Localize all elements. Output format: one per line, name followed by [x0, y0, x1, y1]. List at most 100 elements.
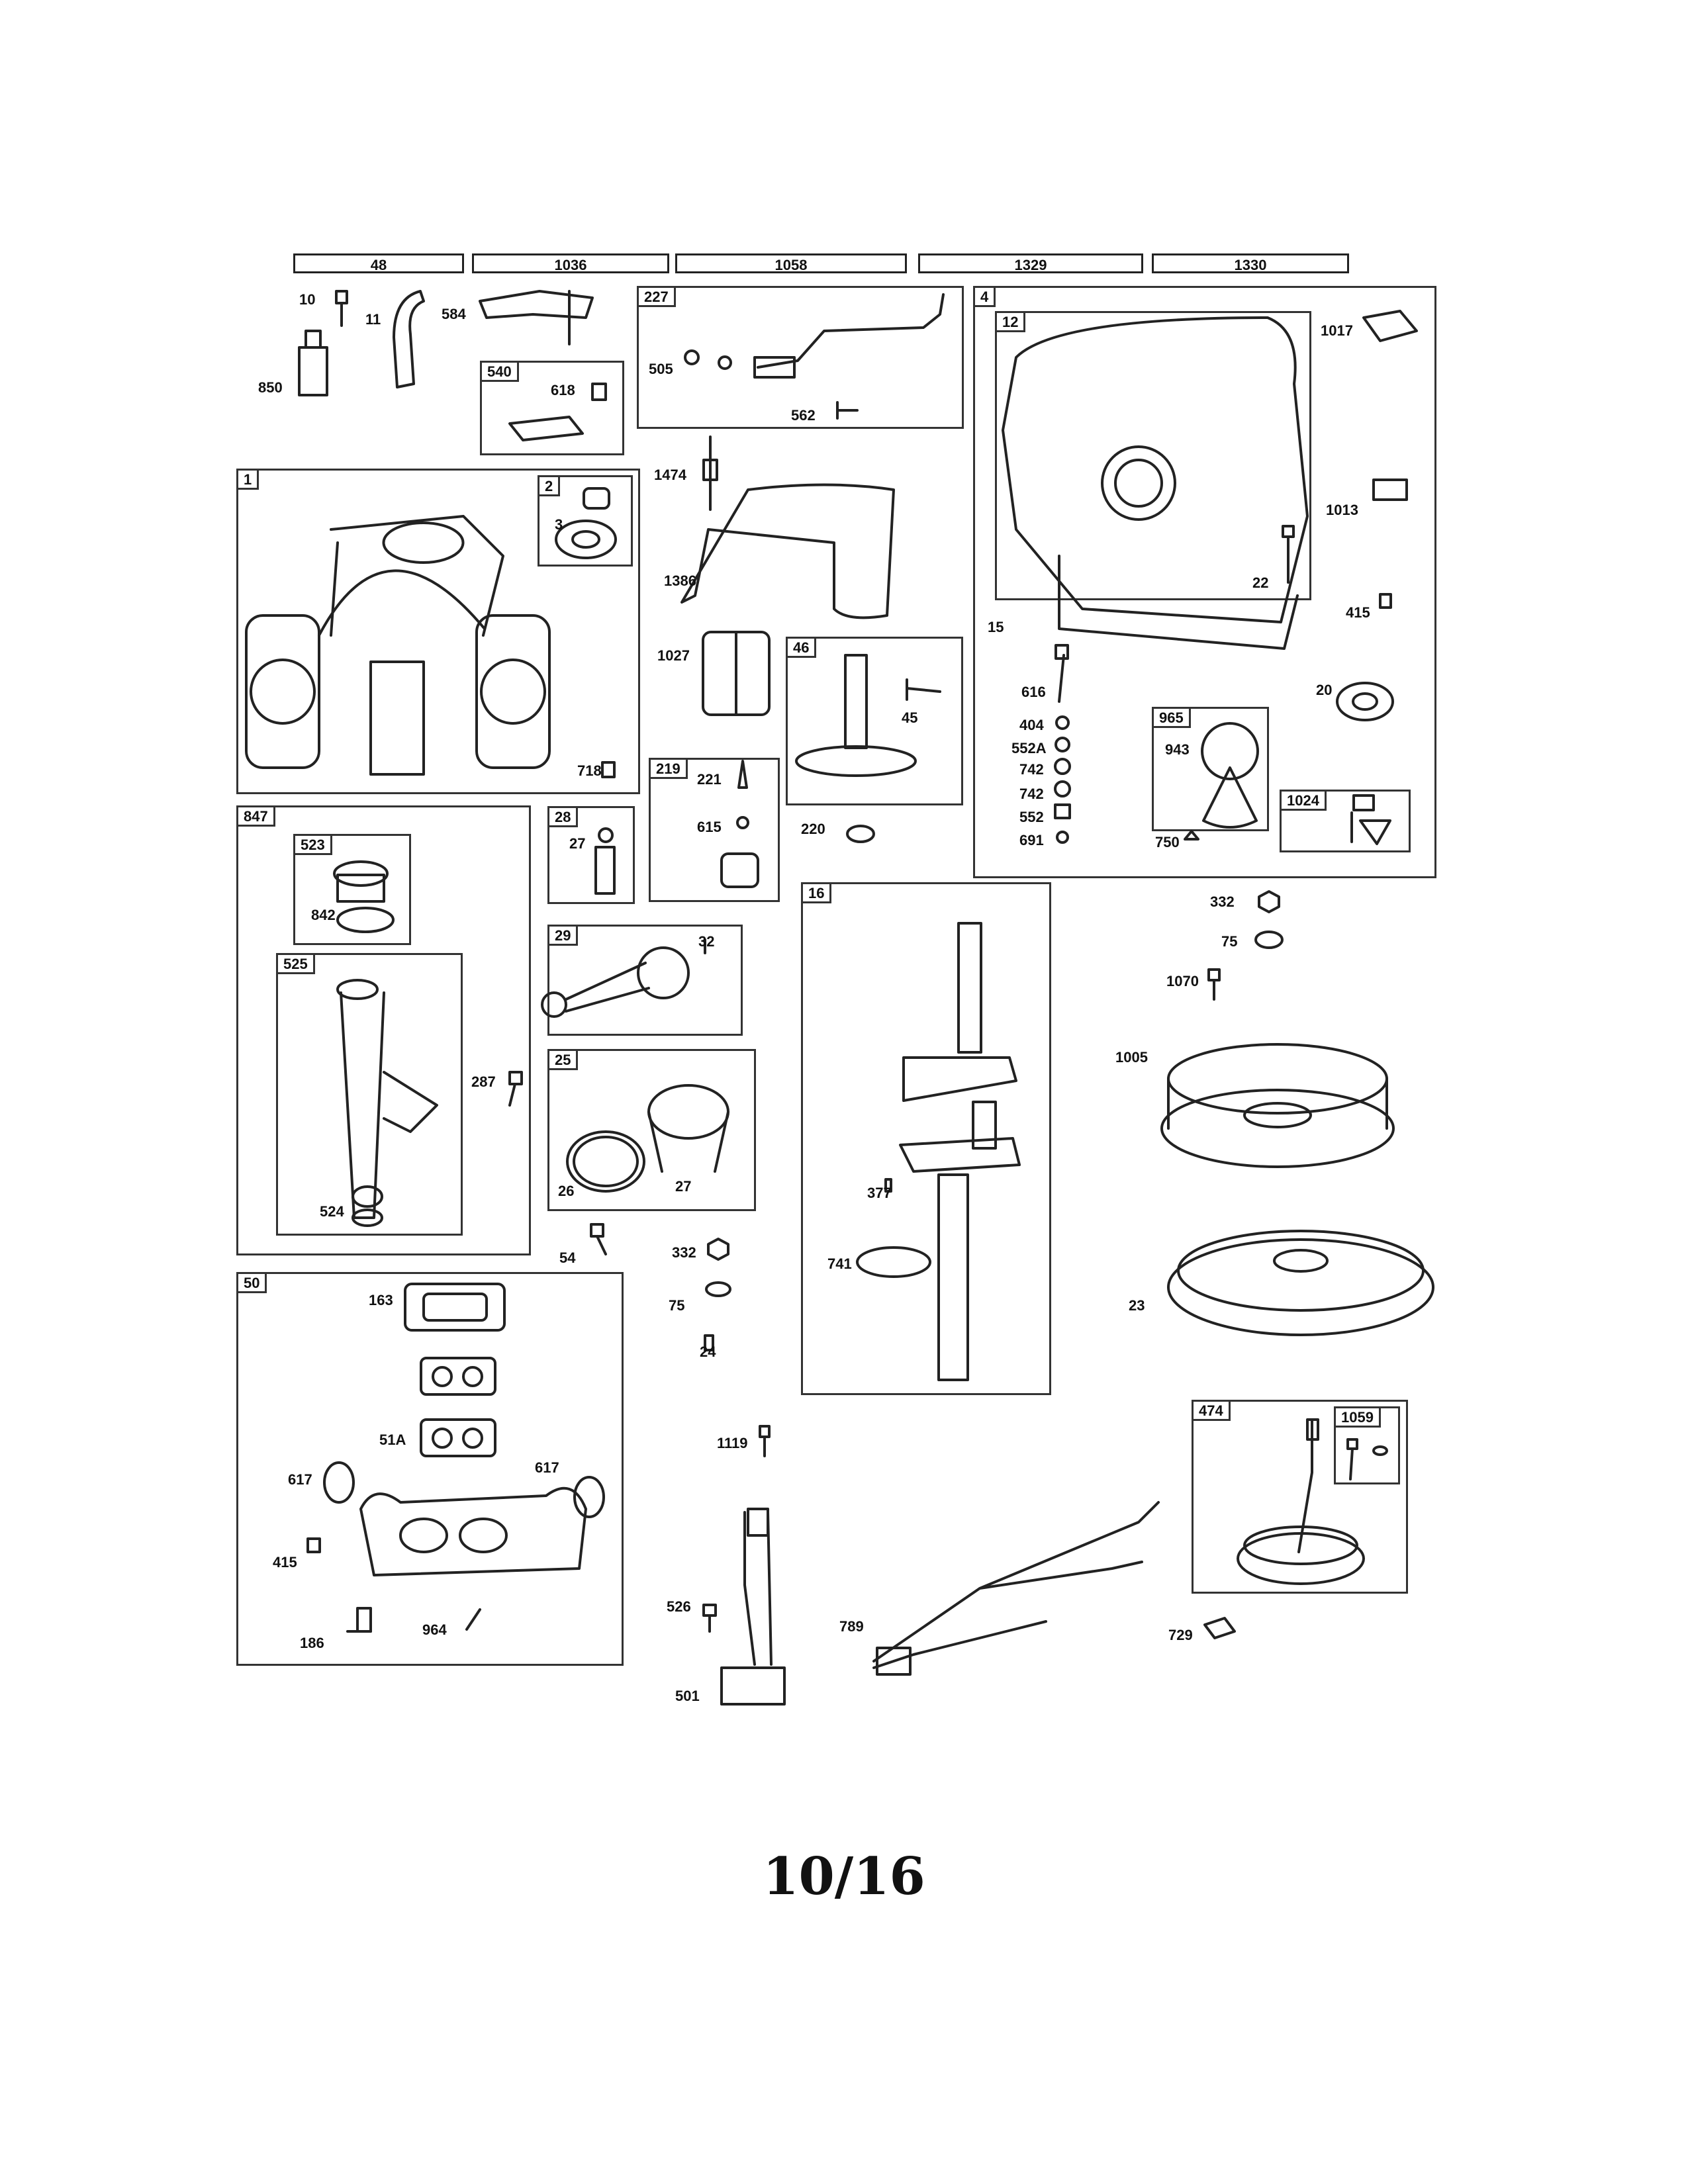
part-label: 1070: [1166, 973, 1199, 989]
washer-75-b-drawing: [1254, 931, 1284, 949]
linkage-227-drawing: [684, 293, 945, 420]
clip-729-drawing: [1203, 1617, 1236, 1639]
baffle-540-drawing: [508, 383, 607, 441]
cylinder-block-drawing: [245, 515, 551, 776]
part-label: 1119: [717, 1435, 748, 1451]
nut-332-a-drawing: [707, 1238, 729, 1261]
header-ref-1330: 1330: [1152, 253, 1349, 273]
page-number: 10/16: [763, 1846, 925, 1907]
plate-1017-drawing: [1362, 310, 1418, 342]
part-label: 1005: [1115, 1049, 1148, 1066]
washers-404-691-drawing: [1054, 715, 1071, 844]
sump-cover-drawing: [1002, 316, 1309, 650]
key-24-drawing: [704, 1334, 714, 1351]
group-474-alternator: 474: [1192, 1400, 1408, 1594]
bolt-287-drawing: [508, 1071, 523, 1107]
group-46-camshaft: 46: [786, 637, 963, 805]
part-label: 415: [1346, 604, 1370, 621]
group-1-cylinder: 1: [236, 469, 640, 794]
washer-220-drawing: [846, 825, 875, 843]
part-label: 20: [1316, 682, 1333, 698]
gasket-51-drawing: [420, 1357, 496, 1396]
part-label: 1474: [654, 467, 686, 483]
part-label: 163: [369, 1292, 393, 1308]
group-16-crankshaft: 16: [801, 882, 1051, 1395]
part-label: 221: [697, 771, 722, 788]
gear-741-drawing: [856, 1246, 931, 1278]
group-219-governor: 219: [649, 758, 780, 902]
header-ref-1036: 1036: [472, 253, 669, 273]
group-29-connecting-rod: 29: [547, 925, 743, 1036]
group-847-dipstick-tube: 847: [236, 805, 531, 1255]
gasket-51a-drawing: [420, 1418, 496, 1457]
group-965-oil-pump: 965: [1152, 707, 1269, 831]
part-label: 15: [988, 619, 1004, 635]
tube-964-drawing: [465, 1608, 481, 1631]
group-tag: 29: [547, 925, 579, 946]
part-label: 51A: [379, 1432, 406, 1448]
part-label: 615: [697, 819, 722, 835]
oil-pump-965-drawing: [1201, 722, 1259, 829]
part-label: 850: [258, 379, 283, 396]
group-tag: 1059: [1334, 1406, 1381, 1428]
pin-750-drawing: [1184, 830, 1199, 841]
group-tag: 1024: [1280, 790, 1327, 811]
part-label: 404: [1019, 717, 1044, 733]
part-label: 10: [299, 291, 316, 308]
part-label: 742: [1019, 786, 1044, 802]
group-tag: 525: [276, 953, 315, 974]
part-label: 75: [669, 1297, 685, 1314]
washer-75-a-drawing: [705, 1281, 731, 1297]
part-label: 27: [569, 835, 586, 852]
oring-617-a-drawing: [323, 1461, 355, 1504]
breather-584-drawing: [393, 290, 425, 388]
part-label: 964: [422, 1621, 447, 1638]
bushing-718-drawing: [601, 761, 616, 778]
part-label: 552A: [1011, 740, 1047, 756]
part-label: 789: [839, 1618, 864, 1635]
group-227-governor-linkage: 227: [637, 286, 964, 429]
part-label: 22: [1252, 574, 1269, 591]
fitting-186-drawing: [346, 1607, 372, 1633]
oring-524-drawing: [352, 1185, 383, 1208]
header-ref-48: 48: [293, 253, 464, 273]
part-label: 842: [311, 907, 336, 923]
part-label: 718: [577, 762, 602, 779]
group-tag: 50: [236, 1272, 267, 1293]
group-25-piston: 25: [547, 1049, 756, 1211]
part-label: 505: [649, 361, 673, 377]
group-tag: 28: [547, 806, 579, 827]
group-1059-screw: 1059: [1334, 1406, 1400, 1484]
bolt-526-drawing: [702, 1604, 717, 1633]
part-label: 617: [535, 1459, 559, 1476]
piston-25-drawing: [566, 1084, 729, 1193]
group-tag: 227: [637, 286, 676, 307]
group-1024-pump-rotor: 1024: [1280, 790, 1411, 852]
regulator-501-drawing: [720, 1508, 786, 1706]
part-label: 691: [1019, 832, 1044, 848]
part-label: 220: [801, 821, 825, 837]
part-label: 741: [827, 1255, 852, 1272]
filter-1013-drawing: [1372, 478, 1408, 501]
key-377-drawing: [884, 1178, 892, 1193]
part-label: 729: [1168, 1627, 1193, 1643]
part-label: 524: [320, 1203, 344, 1220]
crankshaft-16-drawing: [899, 922, 1021, 1381]
dipstick-523-drawing: [333, 860, 395, 933]
group-tag: 847: [236, 805, 275, 827]
plug-415-drawing: [1379, 593, 1392, 609]
bolt-10-drawing: [335, 290, 348, 327]
seal-20-drawing: [1336, 682, 1394, 721]
group-4-sump: 4: [973, 286, 1436, 878]
part-label: 526: [667, 1598, 691, 1615]
nut-332-b-drawing: [1258, 890, 1280, 913]
shaft-616-drawing: [1055, 644, 1069, 703]
piston-pin-28-drawing: [594, 827, 616, 895]
part-label: 562: [791, 407, 816, 424]
bolt-1119-drawing: [759, 1425, 771, 1457]
part-label: 377: [867, 1185, 892, 1201]
seal-2-drawing: [555, 487, 617, 559]
part-label: 27: [675, 1178, 692, 1195]
part-label: 618: [551, 382, 575, 398]
